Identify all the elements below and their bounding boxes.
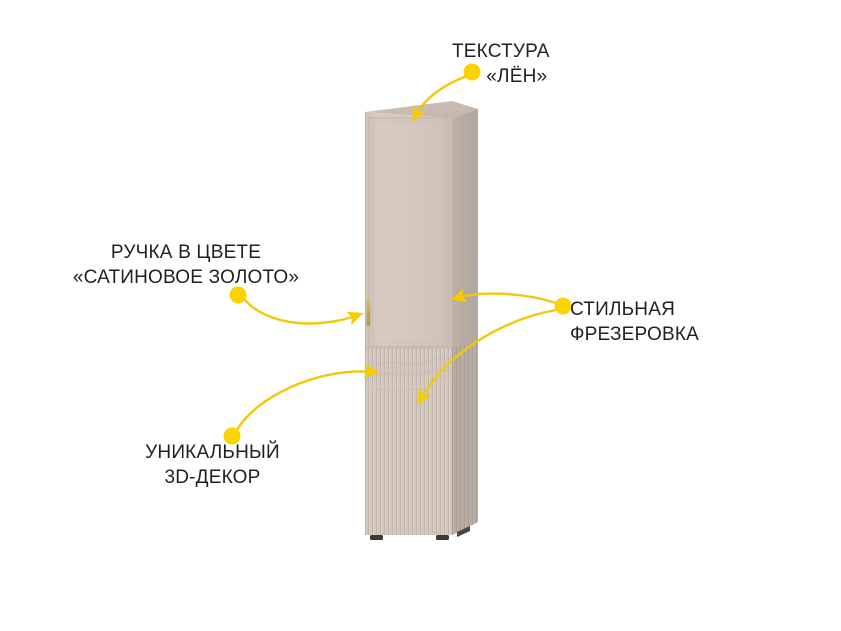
arrow-handle — [229, 286, 364, 326]
callout-decor-line-2: 3D-ДЕКОР — [164, 467, 261, 488]
cabinet-legs — [370, 526, 470, 540]
callout-dot-milling — [554, 297, 572, 315]
cabinet-upper-door-milling — [368, 117, 449, 347]
cabinet-3d-decor-panel — [365, 348, 452, 535]
callout-label-milling: СТИЛЬНАЯ ФРЕЗЕРОВКА — [570, 297, 699, 347]
product-illustration-cabinet — [340, 80, 500, 550]
callout-texture-line-1: ТЕКСТУРА — [452, 41, 550, 62]
callout-handle-line-2: «САТИНОВОЕ ЗОЛОТО» — [72, 267, 300, 288]
callout-label-handle: РУЧКА В ЦВЕТЕ «САТИНОВОЕ ЗОЛОТО» — [62, 240, 310, 290]
callout-decor-line-1: УНИКАЛЬНЫЙ — [145, 442, 280, 463]
callout-label-texture: ТЕКСТУРА «ЛЁН» — [452, 39, 550, 89]
callout-label-decor: УНИКАЛЬНЫЙ 3D-ДЕКОР — [115, 440, 310, 490]
callout-milling-line-1: СТИЛЬНАЯ — [570, 299, 676, 320]
callout-texture-line-2: «ЛЁН» — [486, 66, 548, 87]
callout-handle-line-1: РУЧКА В ЦВЕТЕ — [110, 242, 262, 263]
cabinet-handle — [366, 298, 371, 326]
callout-milling-line-2: ФРЕЗЕРОВКА — [570, 324, 699, 345]
cabinet-3d-decor-side — [452, 338, 478, 535]
